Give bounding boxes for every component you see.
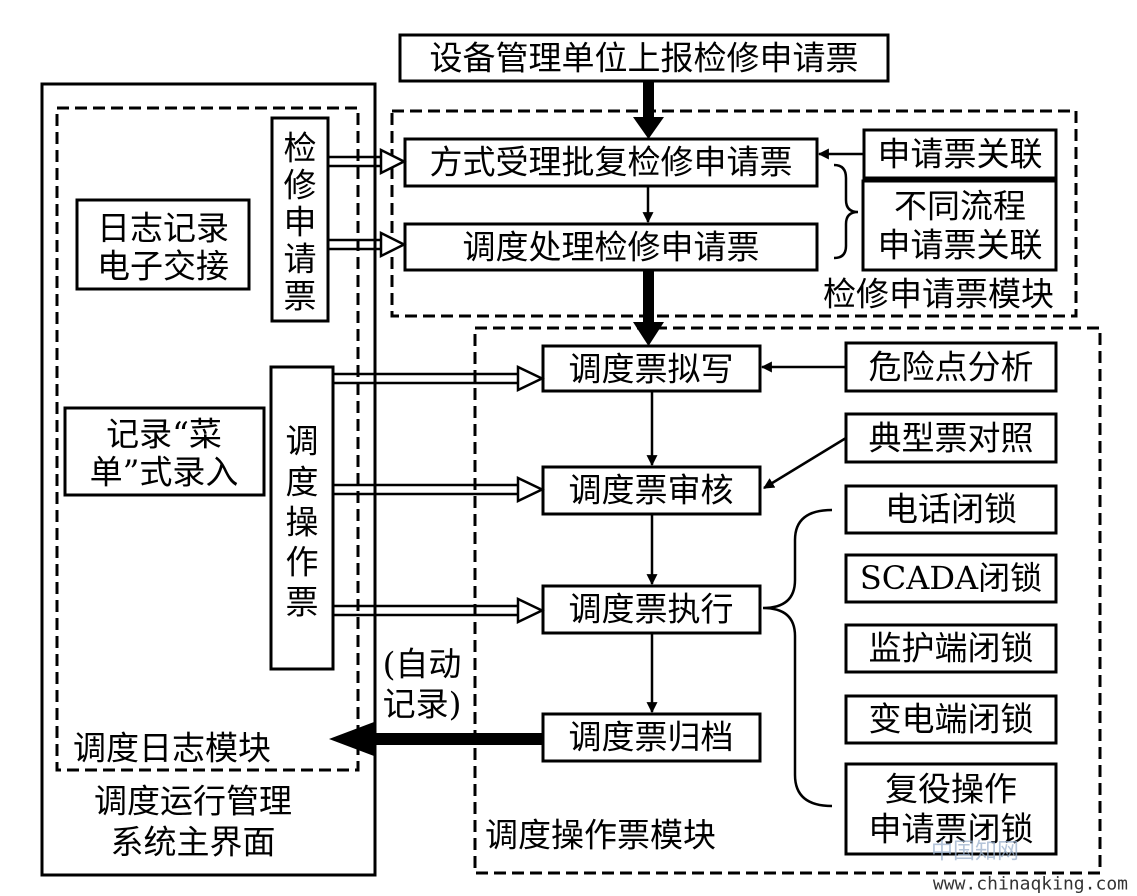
repair-v-char-4: 票	[284, 277, 317, 316]
thick-arrow-mid	[633, 270, 664, 346]
hollow-arrow-5	[333, 597, 545, 624]
log-module-frame	[55, 106, 360, 772]
hazard-box	[844, 341, 1058, 393]
hollow-arrow-3	[333, 365, 545, 392]
hollow-arrow-2	[328, 230, 407, 259]
dispatch-ticket-vbox	[269, 365, 335, 671]
arrow-typical-review	[763, 436, 847, 490]
menu-input-box	[63, 406, 266, 497]
thick-arrow-archive	[329, 722, 543, 756]
hollow-arrow-1	[328, 147, 407, 176]
reop-lock-box	[844, 762, 1058, 856]
reop-lock-line2: 申请票闭锁	[869, 810, 1034, 849]
review-box	[541, 465, 762, 516]
lock-text-2: 监护端闭锁	[869, 629, 1034, 668]
link-text: 申请票关联	[878, 135, 1043, 174]
reop-lock-line1: 复役操作	[885, 770, 1017, 809]
menu-input-line1: 记录“菜	[106, 415, 222, 454]
source-text: 设备管理单位上报检修申请票	[430, 39, 859, 78]
approve-repair-text: 方式受理批复检修申请票	[430, 143, 793, 182]
footer-url: www.chinaqking.com	[933, 874, 1128, 895]
archive-box	[541, 712, 762, 763]
hollow-arrow-4	[333, 476, 545, 503]
brace-repair	[833, 163, 859, 260]
hazard-text: 危险点分析	[869, 348, 1034, 387]
handle-repair-text: 调度处理检修申请票	[463, 228, 760, 267]
link-box	[862, 128, 1058, 180]
dispatch-v-char-1: 度	[286, 463, 319, 502]
dispatch-v-char-4: 票	[286, 583, 319, 622]
repair-module-label: 检修申请票模块	[823, 275, 1054, 314]
auto-record-line2: 记录)	[383, 685, 462, 724]
repair-v-char-0: 检	[284, 129, 317, 168]
log-module-label: 调度日志模块	[73, 729, 271, 768]
repair-v-char-2: 申	[284, 203, 317, 242]
thick-arrow-top	[633, 81, 664, 139]
log-record-box	[75, 198, 251, 291]
execute-text: 调度票执行	[569, 590, 734, 629]
approve-repair-box	[403, 137, 819, 188]
lock-box-3	[844, 694, 1058, 745]
lock-text-3: 变电端闭锁	[869, 700, 1034, 739]
execute-box	[541, 584, 762, 635]
dispatch-v-char-0: 调	[286, 422, 319, 461]
watermark-text: 中国知网	[931, 840, 1019, 865]
log-record-line2: 电子交接	[97, 247, 229, 286]
log-record-line1: 日志记录	[97, 209, 229, 248]
lock-box-1	[844, 553, 1058, 604]
multi-flow-line2: 申请票关联	[878, 226, 1043, 265]
archive-text: 调度票归档	[569, 718, 734, 757]
repair-v-char-3: 请	[284, 240, 317, 279]
draft-text: 调度票拟写	[569, 350, 734, 389]
lock-box-2	[844, 623, 1058, 674]
menu-input-line2: 单”式录入	[90, 453, 239, 492]
handle-repair-box	[403, 222, 819, 272]
typical-text: 典型票对照	[869, 419, 1034, 458]
main-interface-line1: 调度运行管理	[94, 782, 292, 821]
repair-ticket-vbox	[270, 116, 330, 323]
brace-locks	[762, 508, 833, 808]
lock-text-0: 电话闭锁	[885, 490, 1017, 529]
draft-box	[541, 344, 762, 393]
dispatch-v-char-3: 作	[286, 543, 319, 582]
source-box	[398, 33, 890, 83]
auto-record-line1: (自动	[383, 645, 462, 684]
lock-text-1: SCADA闭锁	[860, 559, 1042, 597]
typical-box	[844, 412, 1058, 464]
repair-v-char-1: 修	[284, 166, 317, 205]
multi-flow-line1: 不同流程	[894, 187, 1026, 226]
dispatch-v-char-2: 操	[286, 503, 319, 542]
op-module-label: 调度操作票模块	[485, 816, 716, 855]
main-interface-line2: 系统主界面	[111, 823, 276, 862]
repair-module-frame	[390, 109, 1078, 318]
main-interface-frame	[40, 82, 377, 877]
review-text: 调度票审核	[569, 471, 734, 510]
lock-box-0	[844, 484, 1058, 535]
op-module-frame	[473, 326, 1102, 875]
multi-flow-box	[861, 179, 1058, 272]
